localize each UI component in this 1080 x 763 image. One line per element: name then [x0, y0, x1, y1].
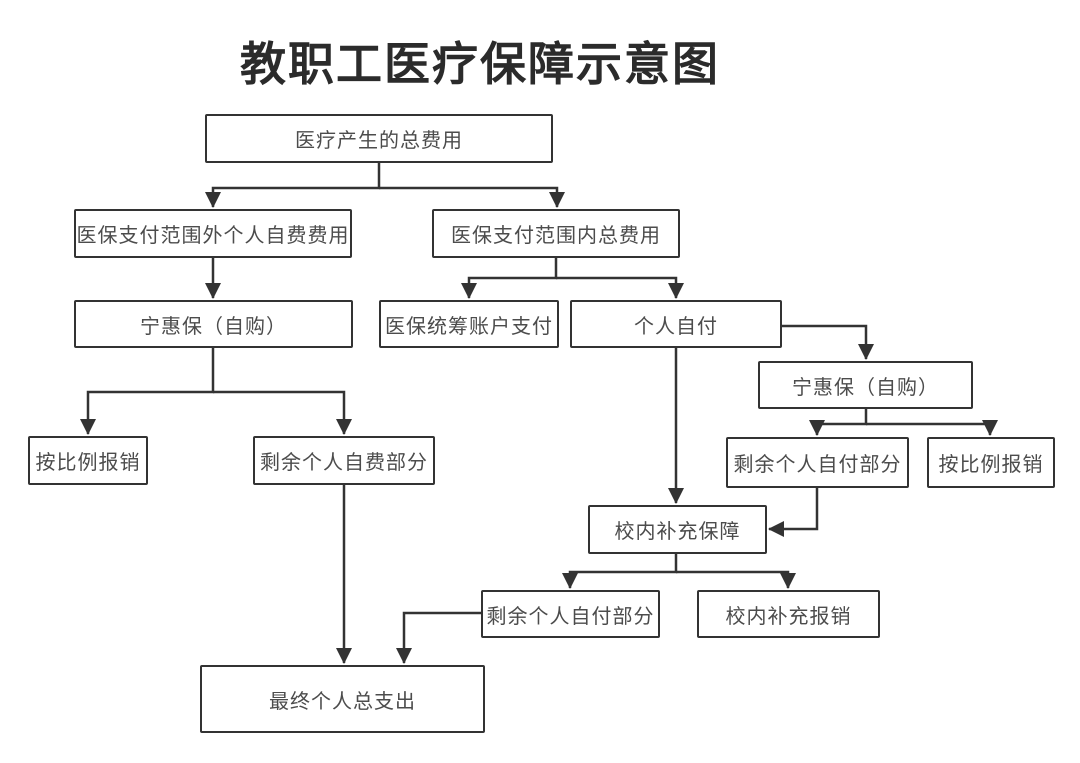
edge-inside-to-pooling: [461, 258, 558, 299]
node-pooling-pay: 医保统筹账户支付: [379, 300, 559, 348]
node-inside-scope-label: 医保支付范围内总费用: [451, 225, 661, 247]
node-outside-scope-label: 医保支付范围外个人自费费用: [76, 225, 350, 247]
node-self-pay-label: 个人自付: [634, 315, 718, 338]
node-pooling-pay-label: 医保统筹账户支付: [385, 315, 553, 338]
node-remaining-self-fee-label: 剩余个人自费部分: [260, 452, 428, 474]
node-campus-reimburse-label: 校内补充报销: [725, 605, 852, 628]
edge-ninghuibao-to-proportional: [80, 348, 215, 435]
edge-remaining-bottom-to-final: [396, 611, 481, 664]
edge-ninghuibao-right-to-remaining: [809, 409, 868, 436]
page-title: 教职工医疗保障示意图: [240, 38, 720, 90]
node-remaining-self-pay-bottom-label: 剩余个人自付部分: [486, 605, 655, 628]
node-remaining-self-pay-right: 剩余个人自付部分: [726, 437, 909, 488]
node-campus-reimburse: 校内补充报销: [697, 590, 880, 638]
node-final-total-label: 最终个人总支出: [269, 690, 416, 713]
edge-total-to-outside: [205, 163, 381, 208]
node-proportional-right-label: 按比例报销: [938, 454, 1044, 476]
node-inside-scope: 医保支付范围内总费用: [432, 209, 680, 258]
edge-campus-to-reimburse: [676, 570, 796, 589]
node-proportional-right: 按比例报销: [927, 437, 1055, 488]
node-remaining-self-fee: 剩余个人自费部分: [253, 436, 435, 485]
node-campus-supplement-label: 校内补充保障: [614, 521, 741, 543]
edge-total-to-inside: [379, 186, 565, 208]
node-campus-supplement: 校内补充保障: [588, 505, 767, 554]
edge-inside-to-selfpay: [556, 276, 684, 299]
edge-selfpay-to-ninghuibao-right: [782, 324, 874, 360]
edge-remaining-right-to-campus: [768, 488, 819, 537]
node-self-pay: 个人自付: [570, 300, 782, 348]
edge-campus-to-remaining-bottom: [562, 554, 678, 589]
edge-ninghuibao-to-remaining: [213, 390, 352, 435]
edge-ninghuibao-right-to-proportional: [866, 420, 998, 436]
node-final-total: 最终个人总支出: [200, 665, 485, 733]
node-ninghuibao-right: 宁惠保（自购）: [758, 361, 973, 409]
node-remaining-self-pay-right-label: 剩余个人自付部分: [733, 454, 902, 476]
node-remaining-self-pay-bottom: 剩余个人自付部分: [481, 590, 660, 638]
node-ninghuibao-right-label: 宁惠保（自购）: [792, 376, 939, 399]
node-outside-scope: 医保支付范围外个人自费费用: [74, 209, 352, 258]
node-proportional-left: 按比例报销: [28, 436, 148, 485]
node-proportional-left-label: 按比例报销: [35, 452, 141, 474]
node-total-cost-label: 医疗产生的总费用: [295, 130, 463, 152]
node-total-cost: 医疗产生的总费用: [205, 114, 553, 163]
node-ninghuibao-left-label: 宁惠保（自购）: [140, 315, 287, 338]
node-ninghuibao-left: 宁惠保（自购）: [74, 300, 353, 348]
